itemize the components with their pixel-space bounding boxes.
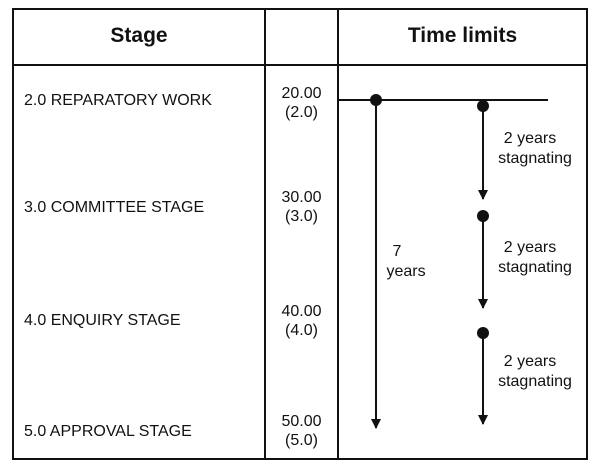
stage-label-committee-stage: 3.0 COMMITTEE STAGE — [24, 199, 205, 216]
stagnating-label-3-line1: 2 years — [504, 353, 556, 370]
column-divider-left — [264, 8, 266, 460]
stage-code-value: 30.00 — [281, 189, 322, 206]
stagnating-label-3-line2: stagnating — [498, 373, 572, 390]
stage-label-reparatory-work: 2.0 REPARATORY WORK — [24, 92, 212, 109]
stage-code-sub: (5.0) — [285, 432, 318, 449]
stage-code-20: 20.00 (2.0) — [268, 84, 335, 122]
header-time-limits: Time limits — [407, 24, 518, 47]
stage-code-30: 30.00 (3.0) — [268, 188, 335, 226]
total-label-line1: 7 — [393, 243, 402, 260]
column-divider-right — [337, 8, 339, 460]
stage-code-sub: (4.0) — [285, 322, 318, 339]
stage-label-approval-stage: 5.0 APPROVAL STAGE — [24, 423, 192, 440]
stage-label-enquiry-stage: 4.0 ENQUIRY STAGE — [24, 312, 181, 329]
stage-code-value: 20.00 — [281, 85, 322, 102]
table-frame — [12, 8, 588, 460]
stage-code-sub: (2.0) — [285, 104, 318, 121]
stagnating-label-2-line2: stagnating — [498, 259, 572, 276]
stagnating-label-2-line1: 2 years — [504, 239, 556, 256]
stage-code-40: 40.00 (4.0) — [268, 302, 335, 340]
stage-code-value: 40.00 — [281, 303, 322, 320]
header-divider — [12, 64, 588, 66]
stage-code-sub: (3.0) — [285, 208, 318, 225]
stage-code-50: 50.00 (5.0) — [268, 412, 335, 450]
stagnating-label-1-line1: 2 years — [504, 130, 556, 147]
total-label-line2: years — [386, 263, 425, 280]
stage-code-value: 50.00 — [281, 413, 322, 430]
header-stage: Stage — [110, 24, 168, 47]
stagnating-label-1-line2: stagnating — [498, 150, 572, 167]
